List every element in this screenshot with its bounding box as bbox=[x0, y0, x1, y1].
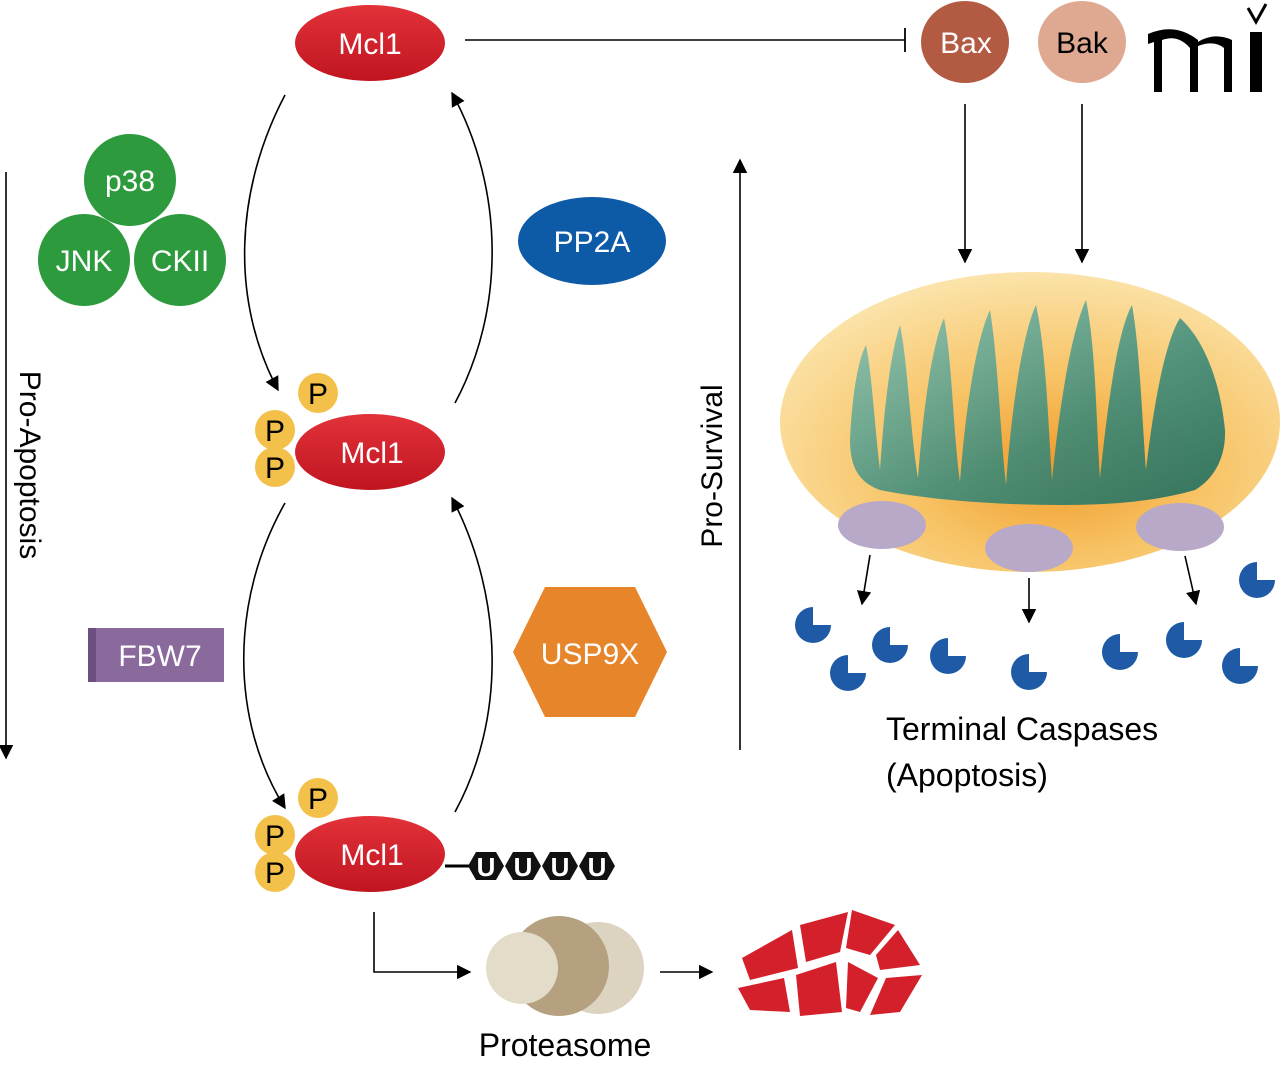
release-arrow bbox=[856, 554, 872, 606]
svg-text:P: P bbox=[308, 783, 328, 816]
ckii-node bbox=[134, 214, 226, 306]
degradation-arrow bbox=[373, 912, 472, 980]
fbw7-label: FBW7 bbox=[118, 640, 201, 673]
mitochondrion-icon bbox=[780, 272, 1280, 572]
pore-icon bbox=[985, 524, 1073, 572]
svg-text:P: P bbox=[265, 820, 285, 853]
jnk-label: JNK bbox=[56, 245, 113, 278]
pro-survival-label: Pro-Survival bbox=[696, 384, 729, 547]
svg-text:U: U bbox=[551, 852, 570, 882]
phospho-badge bbox=[255, 852, 295, 892]
bak-node: Bak bbox=[1038, 1, 1126, 83]
caspase-icon bbox=[1239, 562, 1275, 598]
degraded-protein-icon bbox=[738, 910, 922, 1016]
bax-label: Bax bbox=[940, 27, 992, 60]
caspase-icon bbox=[1011, 654, 1047, 690]
dephosphorylation-arrow bbox=[451, 91, 493, 404]
pore-icon bbox=[1136, 503, 1224, 551]
pp2a-node: PP2A bbox=[518, 197, 666, 285]
bak-label: Bak bbox=[1056, 27, 1109, 60]
svg-text:P: P bbox=[265, 857, 285, 890]
p38-node bbox=[84, 134, 176, 226]
mcl1-mid-node bbox=[295, 414, 445, 490]
svg-text:U: U bbox=[477, 852, 496, 882]
release-arrow bbox=[1184, 555, 1201, 606]
pro-apoptosis-label: Pro-Apoptosis bbox=[13, 371, 46, 559]
svg-text:P: P bbox=[265, 452, 285, 485]
caspase-icon bbox=[795, 607, 831, 643]
mcl1-top-label: Mcl1 bbox=[338, 28, 401, 61]
caspases-label-line1: Terminal Caspases bbox=[886, 711, 1158, 747]
bax-node: Bax bbox=[921, 1, 1009, 83]
usp9x-label: USP9X bbox=[541, 638, 639, 671]
deubiquitination-arrow bbox=[451, 496, 493, 813]
usp9x-node: USP9X bbox=[513, 587, 667, 717]
svg-text:U: U bbox=[588, 852, 607, 882]
jnk-node bbox=[38, 214, 130, 306]
phospho-badge bbox=[255, 815, 295, 855]
caspase-icon bbox=[1166, 622, 1202, 658]
logo-icon bbox=[1148, 3, 1268, 92]
caspase-icon bbox=[1102, 634, 1138, 670]
phospho-badge bbox=[255, 447, 295, 487]
caspase-icon bbox=[830, 655, 866, 691]
phospho-badge bbox=[298, 778, 338, 818]
mcl1-ubiquitin-group: P P P Mcl1 U U U U bbox=[255, 778, 615, 892]
caspase-icon bbox=[872, 627, 908, 663]
phospho-badge bbox=[255, 410, 295, 450]
mcl1-bottom-label: Mcl1 bbox=[340, 839, 403, 872]
svg-text:U: U bbox=[514, 852, 533, 882]
ubiquitin-chain: U U U U bbox=[445, 852, 615, 882]
mcl1-bottom-node bbox=[295, 816, 445, 892]
proteasome-label: Proteasome bbox=[479, 1027, 652, 1063]
svg-text:P: P bbox=[308, 378, 328, 411]
phosphorylation-arrow bbox=[243, 94, 286, 392]
proteasome-icon bbox=[486, 916, 644, 1016]
ubiquitination-arrow bbox=[243, 502, 286, 810]
caspase-icon bbox=[1222, 648, 1258, 684]
kinase-cluster: p38 JNK CKII bbox=[38, 134, 226, 306]
ckii-label: CKII bbox=[151, 245, 209, 278]
mcl1-phospho-group: P P P Mcl1 bbox=[255, 373, 445, 490]
caspase-icons bbox=[795, 562, 1275, 691]
mcl1-mid-label: Mcl1 bbox=[340, 437, 403, 470]
mcl1-top-node: Mcl1 bbox=[295, 5, 445, 81]
pore-icon bbox=[838, 501, 926, 549]
phospho-badge bbox=[298, 373, 338, 413]
p38-label: p38 bbox=[105, 165, 155, 198]
caspase-icon bbox=[930, 638, 966, 674]
pp2a-label: PP2A bbox=[554, 226, 631, 259]
inhibition-line bbox=[465, 28, 906, 52]
svg-text:P: P bbox=[265, 415, 285, 448]
fbw7-node: FBW7 bbox=[88, 628, 224, 682]
caspases-label-line2: (Apoptosis) bbox=[886, 757, 1048, 793]
